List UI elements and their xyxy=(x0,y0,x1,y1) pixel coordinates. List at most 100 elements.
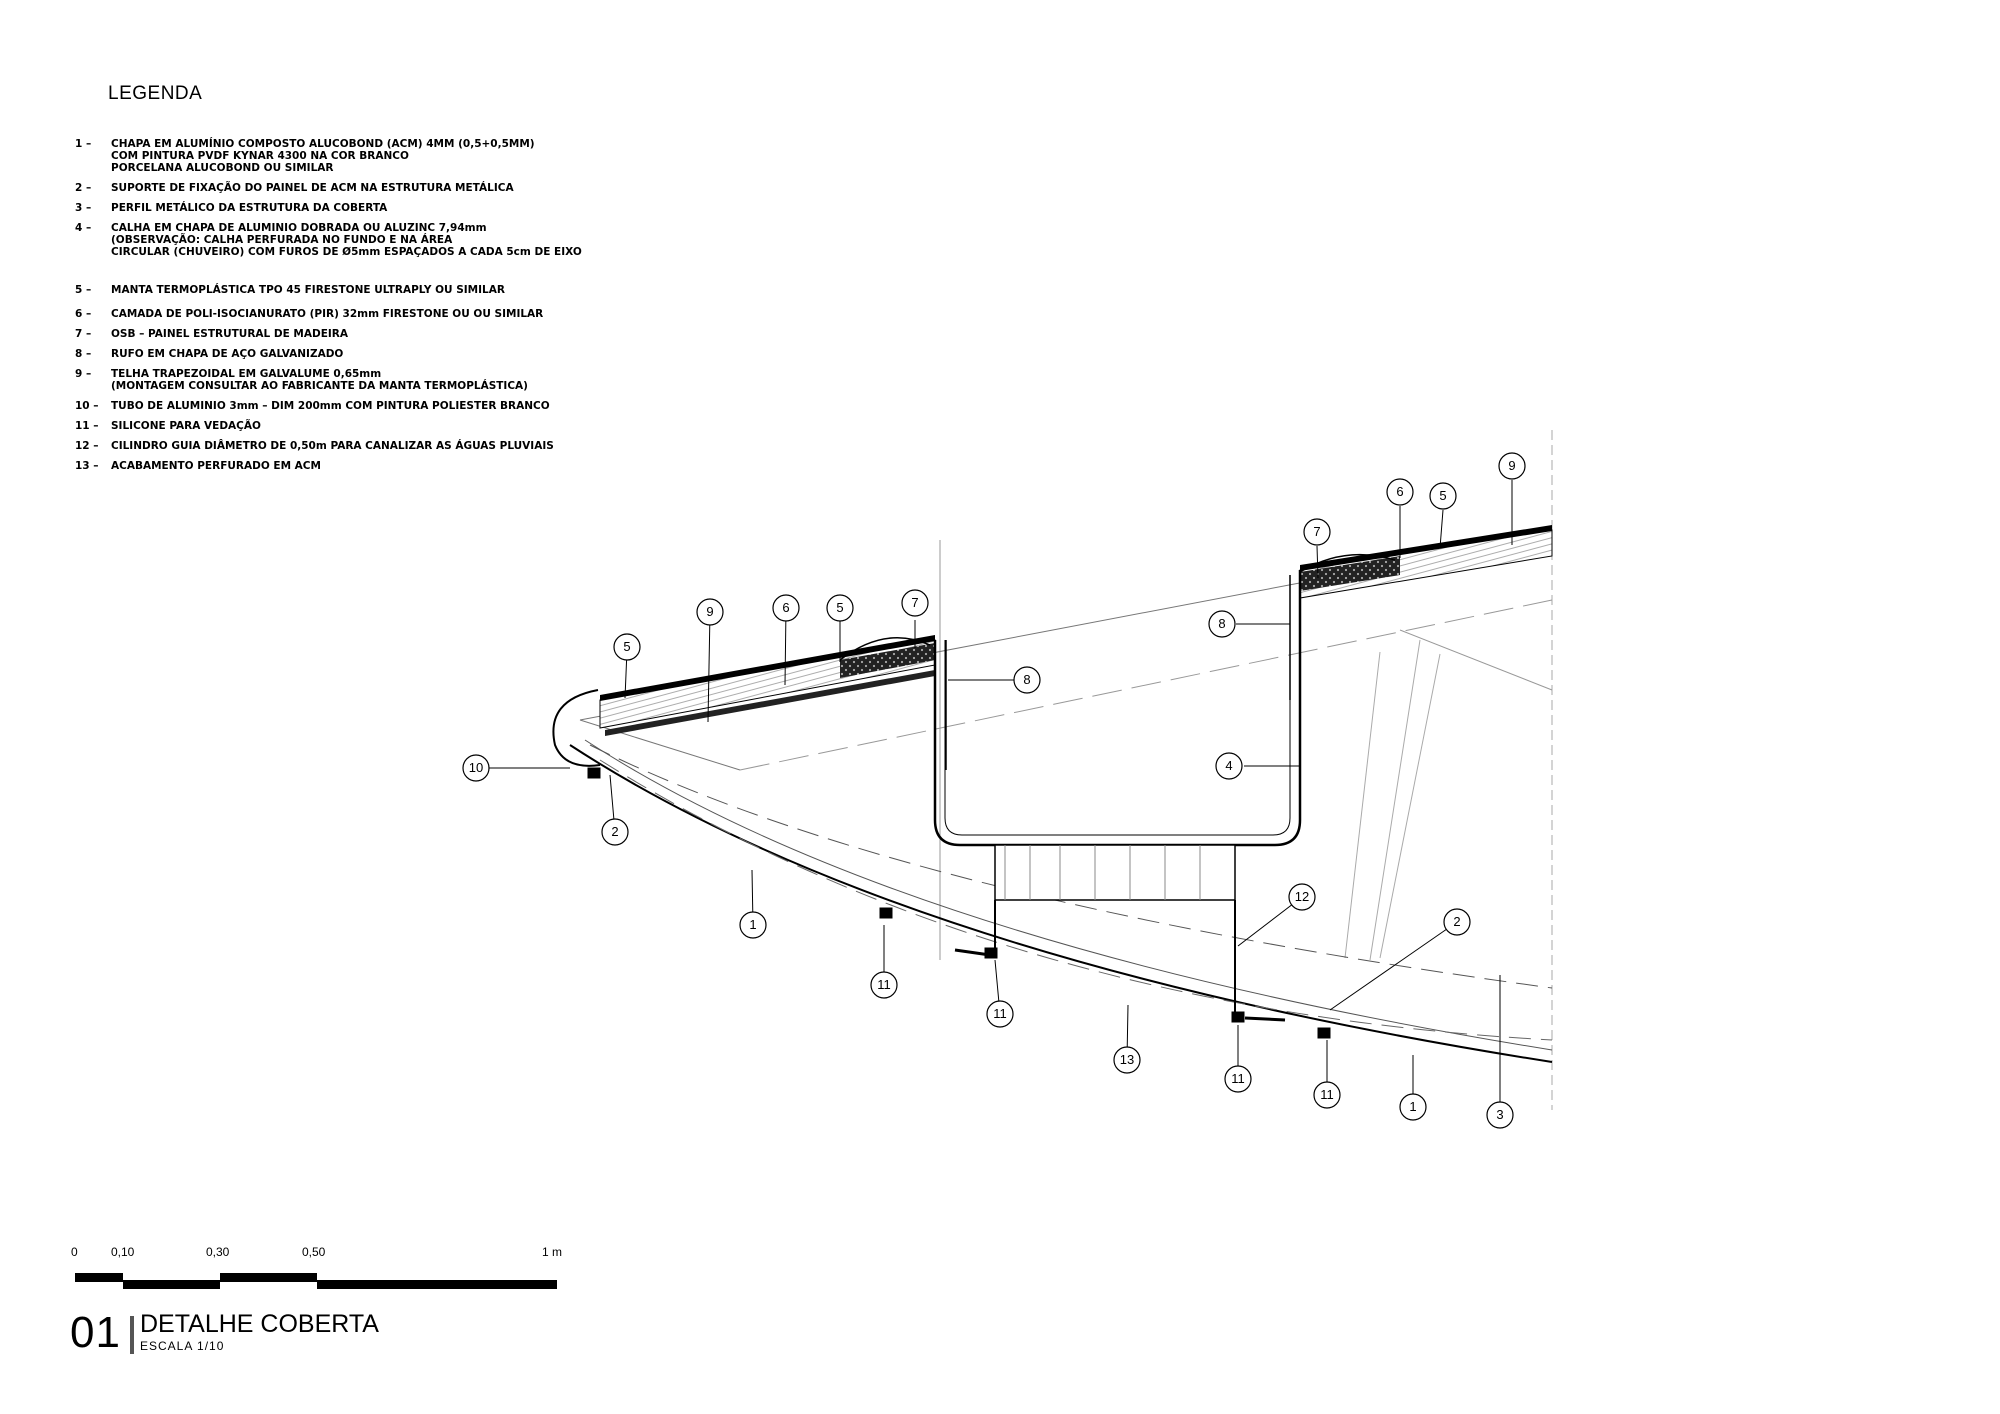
svg-text:8: 8 xyxy=(1023,672,1030,687)
callout-marker: 9 xyxy=(696,598,724,626)
gutter xyxy=(933,570,1302,847)
svg-text:1: 1 xyxy=(749,917,756,932)
scale-label: 1 m xyxy=(542,1245,563,1259)
svg-text:11: 11 xyxy=(993,1006,1007,1021)
callout-marker: 11 xyxy=(986,1000,1014,1028)
callout-markers: 10 2 5 9 6 5 7 8 4 7 6 5 9 8 12 2 1 11 1… xyxy=(462,452,1526,1129)
svg-text:6: 6 xyxy=(1396,484,1403,499)
callout-marker: 2 xyxy=(1443,908,1471,936)
callout-marker: 11 xyxy=(870,971,898,999)
scale-bar xyxy=(75,1273,557,1289)
scale-label: 0 xyxy=(71,1245,78,1259)
legend-item-text: SUPORTE DE FIXAÇÃO DO PAINEL DE ACM NA E… xyxy=(111,182,514,194)
bracket xyxy=(1231,1011,1245,1023)
bracket xyxy=(587,767,601,779)
drawing-scale: ESCALA 1/10 xyxy=(140,1339,225,1353)
callout-marker: 4 xyxy=(1215,752,1243,780)
legend-item-10: 10 –TUBO DE ALUMINIO 3mm – DIM 200mm COM… xyxy=(75,400,715,412)
legend-item-number: 7 – xyxy=(75,328,92,340)
legend-item-13: 13 – ACABAMENTO PERFURADO EM ACM xyxy=(75,460,715,472)
legend-item-text: PORCELANA ALUCOBOND OU SIMILAR xyxy=(111,162,334,174)
legend-item-text: CALHA EM CHAPA DE ALUMINIO DOBRADA OU AL… xyxy=(111,222,487,234)
legend-item-number: 13 – xyxy=(75,460,99,472)
callout-marker: 12 xyxy=(1288,883,1316,911)
callout-marker: 6 xyxy=(1386,478,1414,506)
legend-item-text: COM PINTURA PVDF KYNAR 4300 NA COR BRANC… xyxy=(111,150,409,162)
svg-text:1: 1 xyxy=(1409,1099,1416,1114)
svg-text:11: 11 xyxy=(1231,1071,1245,1086)
svg-text:12: 12 xyxy=(1295,889,1309,904)
callout-marker: 6 xyxy=(772,594,800,622)
guide-cylinder xyxy=(994,844,1236,1015)
legend-item-text: (MONTAGEM CONSULTAR AO FABRICANTE DA MAN… xyxy=(111,380,528,392)
legend-item-number: 6 – xyxy=(75,308,92,320)
legend-item-3: 3 –PERFIL METÁLICO DA ESTRUTURA DA COBER… xyxy=(75,202,715,214)
svg-text:11: 11 xyxy=(1320,1087,1334,1102)
gutter-inner xyxy=(944,575,1291,836)
legend-item-number: 12 – xyxy=(75,440,99,452)
svg-text:2: 2 xyxy=(1453,914,1460,929)
svg-text:4: 4 xyxy=(1225,758,1232,773)
legend-item-number: 9 – xyxy=(75,368,92,380)
fixing-brackets xyxy=(587,767,1331,1039)
svg-text:8: 8 xyxy=(1218,616,1225,631)
legend-item-text: CHAPA EM ALUMÍNIO COMPOSTO ALUCOBOND (AC… xyxy=(111,138,535,150)
legend-item-text: CILINDRO GUIA DIÂMETRO DE 0,50m PARA CAN… xyxy=(111,440,554,452)
legend-title: LEGENDA xyxy=(108,83,203,104)
legend-item-text: ACABAMENTO PERFURADO EM ACM xyxy=(111,460,321,472)
legend-item-2: 2 – SUPORTE DE FIXAÇÃO DO PAINEL DE ACM N… xyxy=(75,182,715,194)
legend-item-1: 1 – CHAPA EM ALUMÍNIO COMPOSTO ALUCOBOND … xyxy=(75,138,715,174)
reference-lines xyxy=(579,430,1553,1110)
callout-marker: 11 xyxy=(1224,1065,1252,1093)
callout-marker: 5 xyxy=(613,633,641,661)
callout-marker: 9 xyxy=(1498,452,1526,480)
callout-marker: 10 xyxy=(462,754,490,782)
acm-panel-inner xyxy=(584,739,1553,1051)
svg-text:6: 6 xyxy=(782,600,789,615)
callout-marker: 1 xyxy=(1399,1093,1427,1121)
callout-marker: 2 xyxy=(601,818,629,846)
acm-dashed-line xyxy=(599,759,1553,1041)
legend-item-8: 8 –RUFO EM CHAPA DE AÇO GALVANIZADO xyxy=(75,348,715,360)
legend-item-text: (OBSERVAÇÃO: CALHA PERFURADA NO FUNDO E … xyxy=(111,234,453,246)
callout-marker: 7 xyxy=(1303,518,1331,546)
legend-item-number: 8 – xyxy=(75,348,92,360)
legend-item-4: 4 –CALHA EM CHAPA DE ALUMINIO DOBRADA OU… xyxy=(75,222,715,258)
legend-item-9: 9 –TELHA TRAPEZOIDAL EM GALVALUME 0,65mm… xyxy=(75,368,715,392)
scale-label: 0,30 xyxy=(206,1245,230,1259)
legend-item-number: 1 – xyxy=(75,138,92,150)
scale-label: 0,10 xyxy=(111,1245,135,1259)
svg-text:11: 11 xyxy=(877,977,891,992)
bracket xyxy=(984,947,998,959)
acm-cladding xyxy=(569,739,1553,1063)
legend-item-text: TUBO DE ALUMINIO 3mm – DIM 200mm COM PIN… xyxy=(111,400,550,412)
callout-marker: 8 xyxy=(1208,610,1236,638)
membrane-hump xyxy=(1299,553,1396,573)
legend-item-text: CAMADA DE POLI-ISOCIANURATO (PIR) 32mm F… xyxy=(111,308,544,320)
aluminium-tube xyxy=(552,689,601,767)
drawing-number: 01 xyxy=(70,1308,121,1357)
structure-line xyxy=(1379,653,1441,959)
membrane-hump xyxy=(839,636,931,661)
legend-item-5: 5 –MANTA TERMOPLÁSTICA TPO 45 FIRESTONE … xyxy=(75,284,715,296)
trapezoidal-tile xyxy=(605,670,935,736)
structure-line xyxy=(1344,651,1381,959)
legend-item-number: 5 – xyxy=(75,284,92,296)
drawing-title: DETALHE COBERTA xyxy=(140,1310,379,1338)
legend-item-7: 7 –OSB – PAINEL ESTRUTURAL DE MADEIRA xyxy=(75,328,715,340)
svg-text:13: 13 xyxy=(1120,1052,1134,1067)
svg-text:9: 9 xyxy=(1508,458,1515,473)
acm-dashed-line xyxy=(589,744,1553,989)
svg-text:9: 9 xyxy=(706,604,713,619)
callout-marker: 13 xyxy=(1113,1046,1141,1074)
svg-text:10: 10 xyxy=(469,760,483,775)
callout-marker: 11 xyxy=(1313,1081,1341,1109)
legend-item-text: PERFIL METÁLICO DA ESTRUTURA DA COBERTA xyxy=(111,202,388,214)
scale-label: 0,50 xyxy=(302,1245,326,1259)
svg-text:5: 5 xyxy=(1439,488,1446,503)
acm-panel-outer xyxy=(569,744,1553,1063)
legend-item-number: 2 – xyxy=(75,182,92,194)
bracket xyxy=(1317,1027,1331,1039)
svg-text:5: 5 xyxy=(623,639,630,654)
